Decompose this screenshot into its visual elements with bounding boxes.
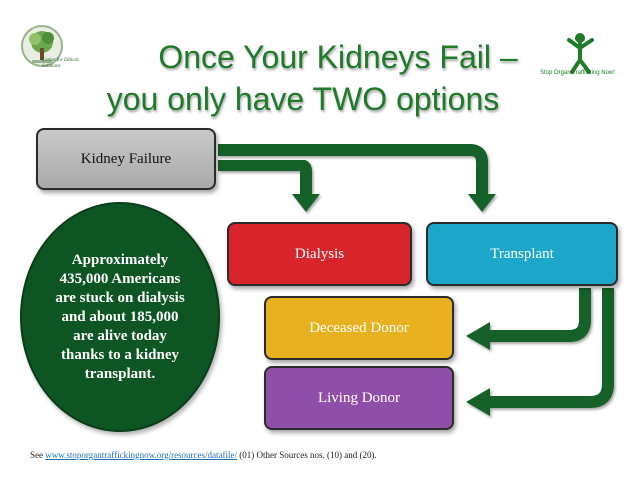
kidney-failure-label: Kidney Failure bbox=[80, 150, 172, 167]
arrow-to-deceased-donor bbox=[466, 288, 591, 350]
footer-prefix: See bbox=[30, 450, 43, 460]
left-logo-text: Center for Ethical Solutions bbox=[42, 58, 79, 69]
arrow-to-living-donor bbox=[466, 288, 614, 416]
footer-suffix: (01) Other Sources nos. (10) and (20). bbox=[239, 450, 377, 460]
source-link[interactable]: www.stoporgantraffickingnow.org/resource… bbox=[45, 450, 238, 460]
title-line-2: you only have TWO options bbox=[106, 81, 500, 117]
transplant-box: Transplant bbox=[426, 222, 618, 286]
kidney-failure-box: Kidney Failure bbox=[36, 128, 216, 190]
deceased-donor-box: Deceased Donor bbox=[264, 296, 454, 360]
deceased-donor-label: Deceased Donor bbox=[309, 319, 409, 336]
living-donor-box: Living Donor bbox=[264, 366, 454, 430]
dialysis-label: Dialysis bbox=[294, 245, 345, 262]
tree-logo-icon bbox=[21, 25, 63, 67]
living-donor-label: Living Donor bbox=[317, 389, 401, 406]
title-line-1: Once Your Kidneys Fail – bbox=[158, 39, 518, 75]
slide-title: Once Your Kidneys Fail – you only have T… bbox=[88, 36, 548, 120]
stop-trafficking-logo-icon bbox=[567, 33, 594, 74]
source-footer: See www.stoporgantraffickingnow.org/reso… bbox=[30, 450, 377, 460]
transplant-label: Transplant bbox=[490, 245, 554, 262]
arrow-to-dialysis bbox=[218, 159, 320, 212]
dialysis-box: Dialysis bbox=[227, 222, 412, 286]
arrow-to-transplant bbox=[218, 144, 496, 212]
statistic-ellipse: Approximately 435,000 Americans are stuc… bbox=[20, 202, 220, 432]
statistic-text: Approximately 435,000 Americans are stuc… bbox=[55, 251, 185, 382]
right-logo-text: Stop Organ Trafficking Now! bbox=[540, 70, 615, 76]
